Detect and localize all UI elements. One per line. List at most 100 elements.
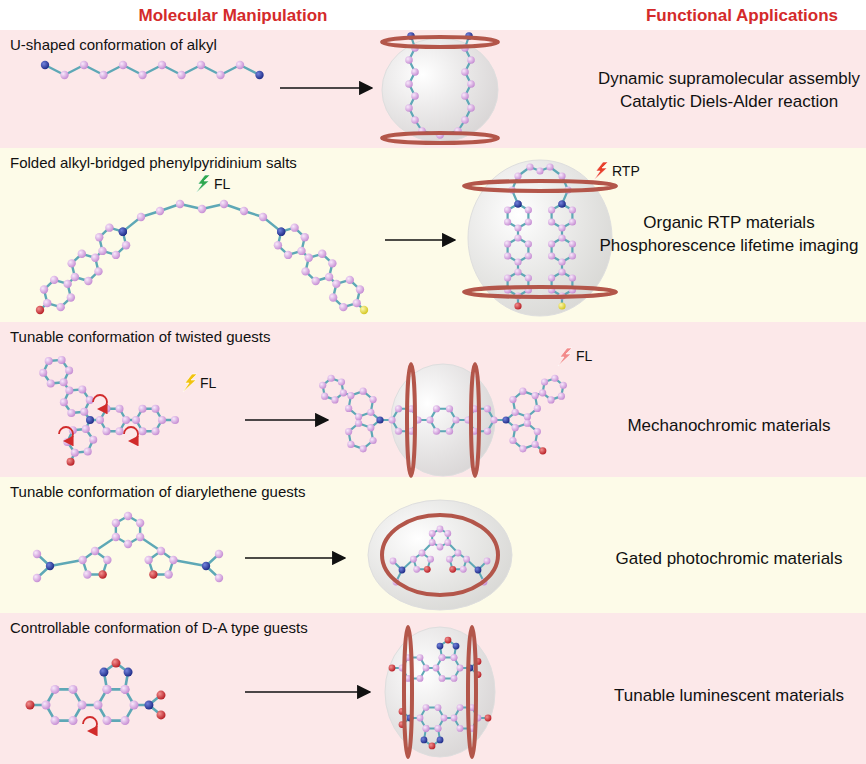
atom xyxy=(340,389,347,396)
atom xyxy=(36,306,44,314)
atom xyxy=(157,691,166,700)
atom xyxy=(437,544,444,551)
atom xyxy=(446,556,453,563)
process-arrow xyxy=(245,691,370,693)
atom xyxy=(569,218,576,225)
atom xyxy=(389,665,396,672)
macrocycle-ring xyxy=(407,364,415,476)
atom xyxy=(89,436,97,444)
atom xyxy=(525,218,532,225)
row-heading: U-shaped conformation of alkyl xyxy=(10,35,217,54)
atom xyxy=(569,274,576,281)
atom xyxy=(197,61,205,69)
bonds xyxy=(40,204,364,310)
application-column: Dynamic supramolecular assemblyCatalytic… xyxy=(596,67,862,113)
application-text: Phosphorescence lifetime imaging xyxy=(600,234,859,257)
atom xyxy=(346,276,354,284)
atom xyxy=(137,213,145,221)
atom xyxy=(112,251,120,259)
atom xyxy=(444,530,451,537)
application-text: Organic RTP materials xyxy=(643,211,814,234)
atom xyxy=(132,416,140,424)
atom xyxy=(435,725,442,732)
atom xyxy=(69,685,78,694)
atom xyxy=(103,685,112,694)
atom xyxy=(558,172,565,179)
atom xyxy=(569,252,576,259)
atom xyxy=(395,405,402,412)
band-ground xyxy=(0,30,866,148)
atom xyxy=(78,556,86,564)
atom xyxy=(43,299,51,307)
application-column: Tunable luminescent materials xyxy=(596,684,862,707)
atom xyxy=(149,570,157,578)
atom xyxy=(490,416,497,423)
host-cavity xyxy=(368,500,512,610)
atom xyxy=(525,206,532,213)
atom xyxy=(569,240,576,247)
atom xyxy=(437,526,444,533)
atom xyxy=(423,725,430,732)
atom xyxy=(124,512,132,520)
bond xyxy=(173,560,206,566)
molecule xyxy=(319,375,567,455)
atom xyxy=(548,240,555,247)
atom xyxy=(451,715,458,722)
atom xyxy=(485,715,492,722)
atom xyxy=(84,277,92,285)
atom xyxy=(71,449,79,457)
atom xyxy=(504,206,511,213)
atom xyxy=(45,357,53,365)
macrocycle-ring xyxy=(464,181,616,191)
atom xyxy=(395,428,402,435)
atom xyxy=(548,252,555,259)
application-text: Mechanochromic materials xyxy=(627,414,830,437)
atom xyxy=(453,643,460,650)
atom xyxy=(255,71,263,79)
atom xyxy=(41,61,49,69)
atom xyxy=(548,218,555,225)
atom xyxy=(157,547,165,555)
atom xyxy=(524,420,531,427)
atom xyxy=(157,710,166,719)
macrocycle-ring xyxy=(382,37,498,47)
atom xyxy=(297,247,305,255)
atom xyxy=(423,704,430,711)
atoms xyxy=(390,526,491,586)
atom xyxy=(558,393,565,400)
application-text: Catalytic Diels-Alder reaction xyxy=(620,90,838,113)
atom xyxy=(445,637,452,644)
bonds xyxy=(323,378,564,451)
atom xyxy=(534,428,541,435)
atom xyxy=(119,61,127,69)
atom xyxy=(33,574,41,582)
atom xyxy=(136,533,144,541)
atom xyxy=(558,268,565,275)
atom xyxy=(259,213,267,221)
atom xyxy=(83,570,91,578)
atom xyxy=(546,163,553,170)
rotation-arrow xyxy=(59,427,73,441)
atom xyxy=(122,241,130,249)
row-heading: Folded alkyl-bridged phenylpyridinium sa… xyxy=(10,153,297,172)
atom xyxy=(417,654,424,661)
atom xyxy=(444,539,451,546)
atom xyxy=(484,405,491,412)
atom xyxy=(399,567,406,574)
application-column: Organic RTP materialsPhosphorescence lif… xyxy=(596,211,862,257)
atom xyxy=(116,427,124,435)
atoms xyxy=(36,200,368,314)
atom xyxy=(514,200,521,207)
atom xyxy=(305,254,313,262)
atom xyxy=(158,416,166,424)
atom xyxy=(424,566,431,573)
row-band: Tunable conformation of twisted guestsMe… xyxy=(0,322,866,477)
row-heading: Controllable conformation of D-A type gu… xyxy=(10,618,308,637)
bonds xyxy=(393,529,487,582)
atom xyxy=(98,570,106,578)
atoms xyxy=(41,61,264,79)
atom xyxy=(290,223,298,231)
atom xyxy=(215,574,223,582)
atom xyxy=(355,420,362,427)
atom xyxy=(51,716,60,725)
